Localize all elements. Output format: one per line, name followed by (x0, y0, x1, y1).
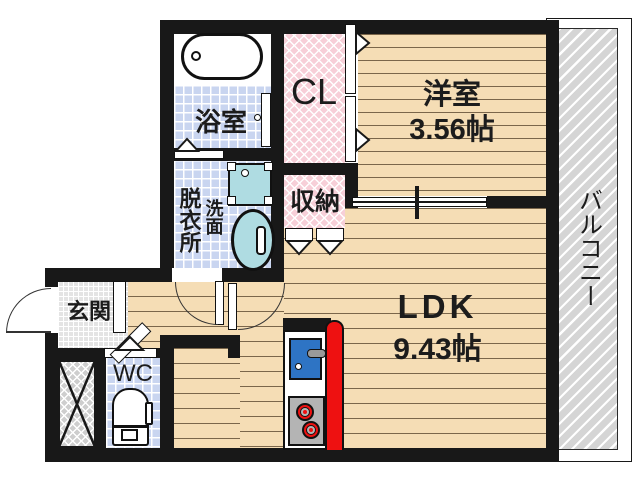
toilet-lid-line (114, 425, 147, 428)
wall-hall-bottom (160, 335, 240, 348)
wall-room-divider (487, 196, 546, 208)
bathroom-door (261, 93, 271, 147)
wall-balcony-side (546, 20, 559, 462)
pipe-shaft (58, 360, 96, 448)
kitchen-red-panel (325, 320, 344, 450)
wall-wc-left (94, 348, 106, 448)
western-room-label: 洋室 (422, 79, 481, 111)
ldk-door-leaf (228, 283, 237, 330)
wall-hall-top (45, 268, 284, 282)
stove-burner-2-center (309, 428, 313, 432)
wall-bottom (45, 448, 558, 462)
kitchen-faucet (307, 349, 326, 358)
sliding-door-tick (415, 186, 419, 219)
storage-door-right (316, 228, 344, 241)
stove-burner-1-center (303, 410, 307, 414)
wall-storage-right (345, 163, 358, 208)
wall-wc-right (160, 335, 174, 448)
kitchen-sink-drain (295, 363, 302, 370)
wall-left-upper (160, 20, 174, 282)
ldk-size: 9.43帖 (393, 333, 482, 366)
wall-closet-divider (283, 163, 358, 175)
closet-floor (283, 24, 345, 164)
sliding-door (352, 197, 487, 207)
entrance-door-arc (6, 288, 51, 333)
washstand-label: 洗面 (203, 199, 224, 235)
entrance-label: 玄関 (66, 299, 111, 324)
toilet-label: WC (113, 360, 153, 387)
storage-door-left (285, 228, 313, 241)
bath-threshold (174, 150, 224, 159)
storage-floor (284, 173, 345, 228)
washbasin (231, 209, 275, 271)
kitchen-sink (289, 338, 322, 380)
closet-label: CL (290, 71, 338, 112)
closet-door-upper (345, 24, 356, 94)
sliding-door-track (353, 201, 486, 203)
balcony-label: バルコニー (574, 187, 602, 308)
ldk-label: LDK (397, 288, 478, 325)
ldk-floor-lowerleft (174, 348, 240, 448)
bathroom-label: 浴室 (194, 106, 247, 137)
closet-door-lower (345, 96, 356, 162)
wall-entrance-bottom (45, 348, 106, 360)
dressing-room-label: 脱衣所 (176, 187, 202, 253)
washer-pan-drain (241, 169, 249, 177)
washer-pan-corner-tr (264, 162, 273, 171)
western-room-size: 3.56帖 (409, 114, 495, 146)
wall-top (160, 20, 558, 34)
entrance-step-vertical (113, 281, 126, 333)
dressing-door-opening (172, 268, 222, 282)
washer-pan-corner-bl (227, 196, 236, 205)
entrance-door-leaf (6, 331, 51, 333)
toilet-side-tab (145, 402, 153, 425)
washer-pan-corner-br (264, 196, 273, 205)
washer-pan-corner-tl (227, 162, 236, 171)
bathroom-door-knob (254, 114, 261, 121)
bathtub-drain (191, 51, 201, 61)
wall-hall-stub (228, 335, 240, 358)
storage-label: 収納 (289, 188, 340, 216)
wall-kitchen-top (283, 318, 331, 331)
washbasin-handle (256, 226, 266, 255)
toilet-flush (121, 429, 138, 441)
western-room-floor (358, 34, 546, 196)
